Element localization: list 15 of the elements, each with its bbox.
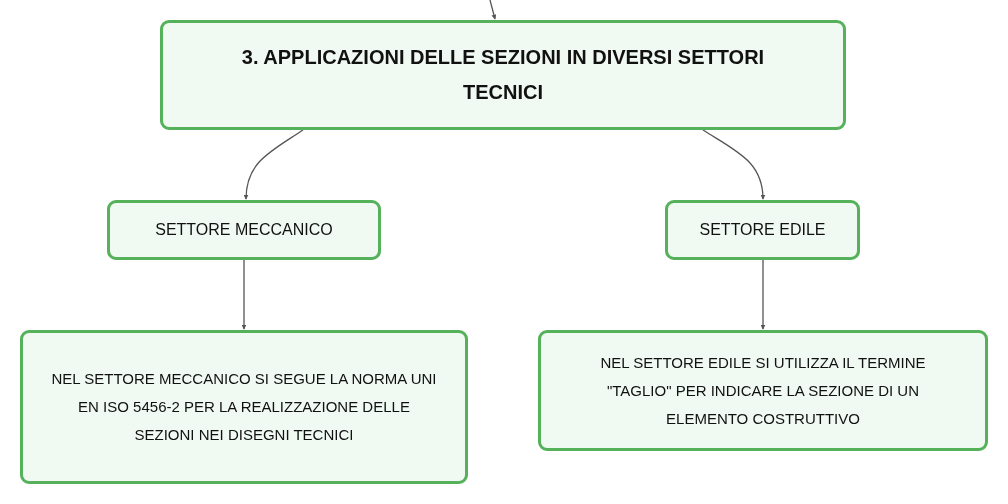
arrow: [243, 129, 304, 200]
description-text: NEL SETTORE EDILE SI UTILIZZA IL TERMINE "TAGLIO" PER INDICARE LA SEZIONE DI UN ELEMENTO COSTRUTTIVO: [600, 352, 926, 429]
category-label: SETTORE MECCANICO: [155, 220, 333, 240]
description-box: [20, 330, 468, 484]
category-label: SETTORE EDILE: [699, 220, 826, 240]
arrow: [241, 259, 247, 330]
description-box: [538, 330, 988, 451]
arrow: [702, 129, 766, 200]
description-text: NEL SETTORE MECCANICO SI SEGUE LA NORMA UNI EN ISO 5456-2 PER LA REALIZZAZIONE DELLE SEZIONI NEI DISEGNI TECNICI: [51, 369, 437, 445]
title-box: [160, 20, 846, 130]
arrow: [760, 259, 766, 330]
title-text: 3. APPLICAZIONI DELLE SEZIONI IN DIVERSI SETTORI TECNICI: [241, 45, 765, 105]
category-box: [107, 200, 381, 260]
category-box: [665, 200, 860, 260]
arrow: [489, 0, 497, 20]
